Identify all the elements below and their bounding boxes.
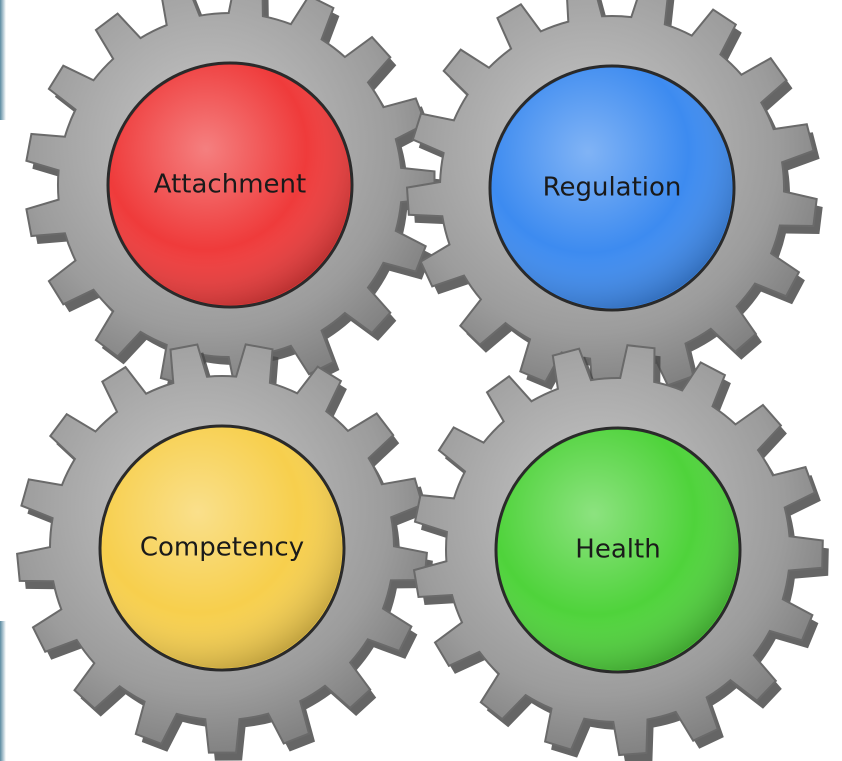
gear-health-label: Health bbox=[575, 535, 660, 565]
left-edge-accent-bottom bbox=[0, 621, 6, 761]
gear-competency: Competency bbox=[16, 343, 433, 761]
gear-regulation: Regulation bbox=[405, 0, 823, 401]
gear-attachment-label: Attachment bbox=[154, 170, 306, 200]
left-edge-accent-top bbox=[0, 0, 6, 120]
gear-competency-shine bbox=[102, 428, 342, 668]
gear-health-shine bbox=[498, 430, 738, 670]
gear-attachment: Attachment bbox=[25, 0, 441, 398]
gear-regulation-shine bbox=[492, 68, 732, 308]
gear-competency-label: Competency bbox=[140, 533, 304, 563]
gear-health: Health bbox=[412, 344, 829, 761]
gear-attachment-shine bbox=[110, 65, 350, 305]
gear-regulation-label: Regulation bbox=[543, 173, 682, 203]
